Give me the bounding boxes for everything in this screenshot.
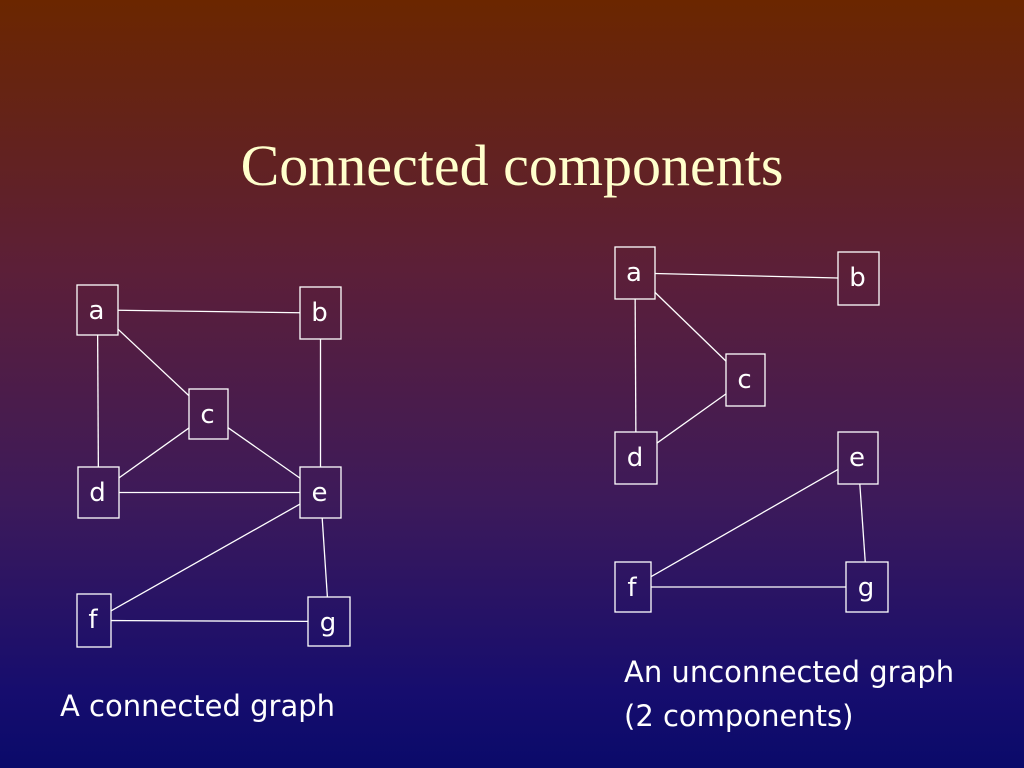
node-box [614, 246, 656, 300]
edge-left-a-d [96, 334, 100, 468]
node-label: e [312, 478, 328, 508]
node-right-d: d [614, 431, 658, 485]
edge-left-c-e [227, 427, 301, 479]
edge-right-c-d [656, 393, 727, 444]
node-right-a: a [614, 246, 656, 300]
node-box [299, 286, 342, 340]
node-box [614, 431, 658, 485]
node-box [614, 561, 652, 613]
node-left-e: e [299, 466, 342, 519]
edge-left-e-f [110, 503, 301, 612]
node-left-f: f [76, 593, 112, 648]
node-left-a: a [76, 284, 119, 336]
node-label: b [849, 263, 866, 293]
caption-connected-graph: A connected graph [60, 689, 336, 723]
node-left-c: c [188, 388, 229, 440]
node-box [837, 251, 880, 306]
node-label: a [626, 258, 642, 288]
node-label: g [320, 608, 337, 638]
node-box [76, 593, 112, 648]
edge-left-a-b [117, 309, 301, 314]
node-label: a [89, 296, 105, 326]
node-box [77, 466, 120, 519]
node-right-f: f [614, 561, 652, 613]
node-box [76, 284, 119, 336]
node-box [299, 466, 342, 519]
node-label: d [89, 478, 106, 508]
node-left-g: g [307, 596, 351, 647]
edge-right-e-f [650, 468, 839, 578]
node-label: b [311, 298, 328, 328]
slide-title: Connected components [240, 133, 784, 198]
edge-right-a-b [654, 272, 839, 279]
caption-line-1: An unconnected graph [624, 655, 955, 689]
connected-graph: a b c d e f g [76, 284, 351, 648]
node-box [837, 431, 879, 485]
node-right-g: g [845, 561, 889, 613]
node-label: g [858, 573, 875, 603]
node-left-d: d [77, 466, 120, 519]
node-left-b: b [299, 286, 342, 340]
node-label: c [737, 365, 751, 395]
node-label: f [88, 605, 98, 635]
edge-left-c-d [118, 427, 190, 479]
edge-right-a-c [654, 291, 727, 362]
node-box [188, 388, 229, 440]
node-right-b: b [837, 251, 880, 306]
node-label: d [627, 443, 644, 473]
edge-right-e-g [859, 483, 866, 563]
node-label: e [849, 443, 865, 473]
node-label: f [627, 573, 637, 603]
node-label: c [200, 400, 214, 430]
node-box [307, 596, 351, 647]
node-box [725, 353, 766, 407]
node-box [845, 561, 889, 613]
edge-left-e-g [321, 517, 329, 598]
edge-left-f-g [110, 619, 309, 623]
edge-right-a-d [634, 298, 637, 433]
caption-line-2: (2 components) [624, 699, 854, 733]
edge-left-a-c [117, 328, 190, 397]
node-right-c: c [725, 353, 766, 407]
unconnected-graph: a b c d e f g [614, 246, 889, 613]
node-right-e: e [837, 431, 879, 485]
caption-unconnected-graph: An unconnected graph (2 components) [624, 650, 954, 738]
